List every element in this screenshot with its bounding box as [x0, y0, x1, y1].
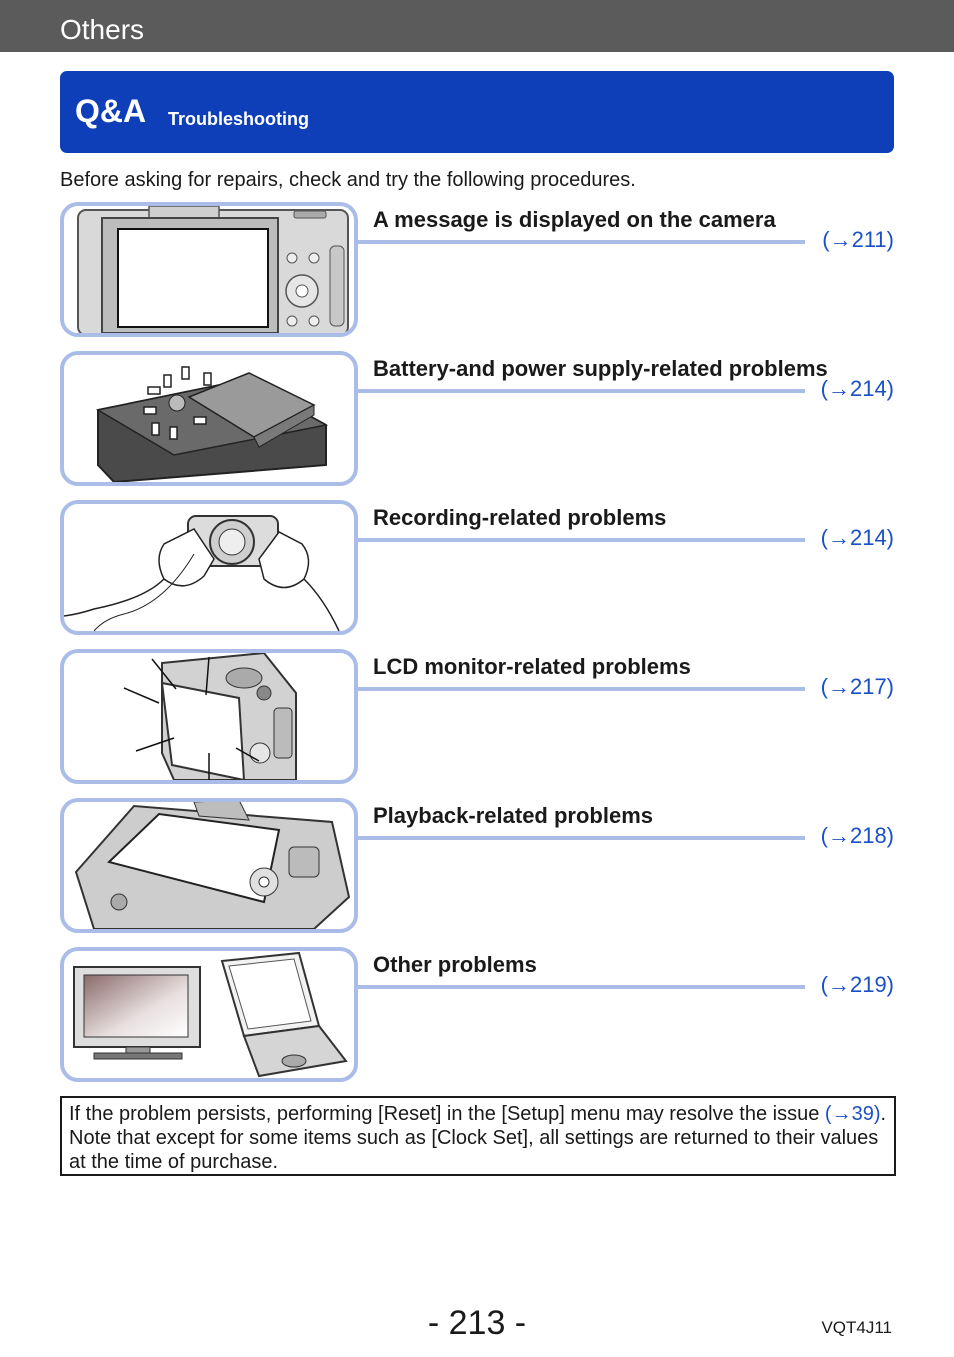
lcd-monitor-camera-icon — [60, 649, 358, 784]
note-page-link[interactable]: (→39) — [824, 1103, 881, 1125]
topic-divider — [358, 836, 805, 840]
topic-page-link[interactable]: (→218) — [820, 823, 894, 848]
document-code: VQT4J11 — [821, 1318, 892, 1337]
topic-row-playback[interactable]: Playback-related problems (→218) — [60, 798, 894, 933]
hands-holding-camera-icon — [60, 500, 358, 635]
topic-divider — [358, 240, 805, 244]
top-bar: Others — [0, 0, 954, 52]
camera-playback-icon — [60, 798, 358, 933]
banner-subtitle: Troubleshooting — [168, 109, 309, 129]
topic-page-link[interactable]: (→214) — [820, 525, 894, 550]
topic-title: Other problems — [373, 952, 537, 977]
section-title: Others — [60, 14, 145, 45]
camera-monitor-message-icon — [60, 202, 358, 337]
topic-page-link[interactable]: (→217) — [820, 674, 894, 699]
topic-page-link[interactable]: (→219) — [820, 972, 894, 997]
topic-page-link[interactable]: (→211) — [822, 227, 894, 252]
topic-divider — [358, 389, 805, 393]
topic-page-link[interactable]: (→214) — [820, 376, 894, 401]
qa-banner: Q&A Troubleshooting — [60, 71, 894, 153]
topic-title: Battery-and power supply-related problem… — [373, 356, 828, 381]
topic-title: LCD monitor-related problems — [373, 654, 691, 679]
topic-title: Recording-related problems — [373, 505, 667, 530]
intro-text: Before asking for repairs, check and try… — [60, 169, 636, 191]
topic-divider — [358, 687, 805, 691]
topic-row-other[interactable]: Other problems (→219) — [60, 947, 894, 1082]
tv-and-laptop-icon — [60, 947, 358, 1082]
topic-divider — [358, 985, 805, 989]
topic-divider — [358, 538, 805, 542]
reset-note: If the problem persists, performing [Res… — [60, 1096, 896, 1176]
topic-row-recording[interactable]: Recording-related problems (→214) — [60, 500, 894, 635]
note-text-part2: . Note that except for some items such a… — [69, 1103, 887, 1173]
note-text-part1: If the problem persists, performing [Res… — [69, 1103, 825, 1125]
battery-charger-icon — [60, 351, 358, 486]
page-number: - 213 - — [427, 1304, 527, 1342]
banner-title: Q&A — [75, 93, 147, 129]
topic-row-message[interactable]: A message is displayed on the camera (→2… — [60, 202, 894, 337]
topic-title: Playback-related problems — [373, 803, 654, 828]
topic-row-battery[interactable]: Battery-and power supply-related problem… — [60, 351, 894, 486]
topic-title: A message is displayed on the camera — [373, 207, 776, 232]
topic-row-lcd[interactable]: LCD monitor-related problems (→217) — [60, 649, 894, 784]
